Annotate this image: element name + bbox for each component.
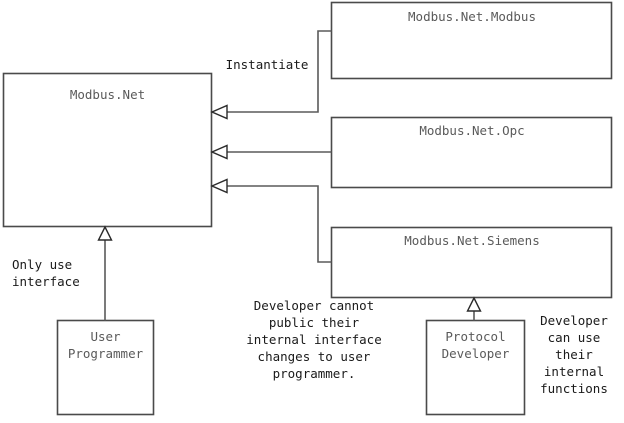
label-user-programmer: User Programmer xyxy=(67,329,144,361)
label-modbus-net-modbus: Modbus.Net.Modbus xyxy=(408,9,536,24)
box-modbus-net-opc[interactable] xyxy=(330,116,613,189)
box-modbus-net-siemens[interactable] xyxy=(330,226,613,299)
connector-modbus-to-core xyxy=(227,30,332,113)
arrowhead-user-to-core xyxy=(97,225,113,241)
arrowhead-developer-to-siemens xyxy=(466,296,482,312)
label-protocol-developer: Protocol Developer xyxy=(441,329,514,361)
label-modbus-net-opc: Modbus.Net.Opc xyxy=(419,123,525,138)
arrowhead-siemens-to-core xyxy=(210,178,228,194)
box-protocol-developer[interactable] xyxy=(425,319,526,416)
connector-siemens-to-core xyxy=(227,185,332,263)
arrowhead-opc-to-core xyxy=(210,144,228,160)
label-modbus-net-siemens: Modbus.Net.Siemens xyxy=(404,233,540,248)
arrowhead-modbus-to-core xyxy=(210,104,228,120)
box-modbus-net[interactable] xyxy=(2,72,213,228)
label-only-use-interface: Only use interface xyxy=(12,257,80,289)
note-developer-can-use: Developer can use their internal functio… xyxy=(540,313,616,396)
box-modbus-net-modbus[interactable] xyxy=(330,1,613,80)
note-developer-cannot-public: Developer cannot public their internal i… xyxy=(246,298,390,381)
label-modbus-net: Modbus.Net xyxy=(69,87,146,102)
box-user-programmer[interactable] xyxy=(56,319,155,416)
label-instantiate: Instantiate xyxy=(225,57,309,72)
